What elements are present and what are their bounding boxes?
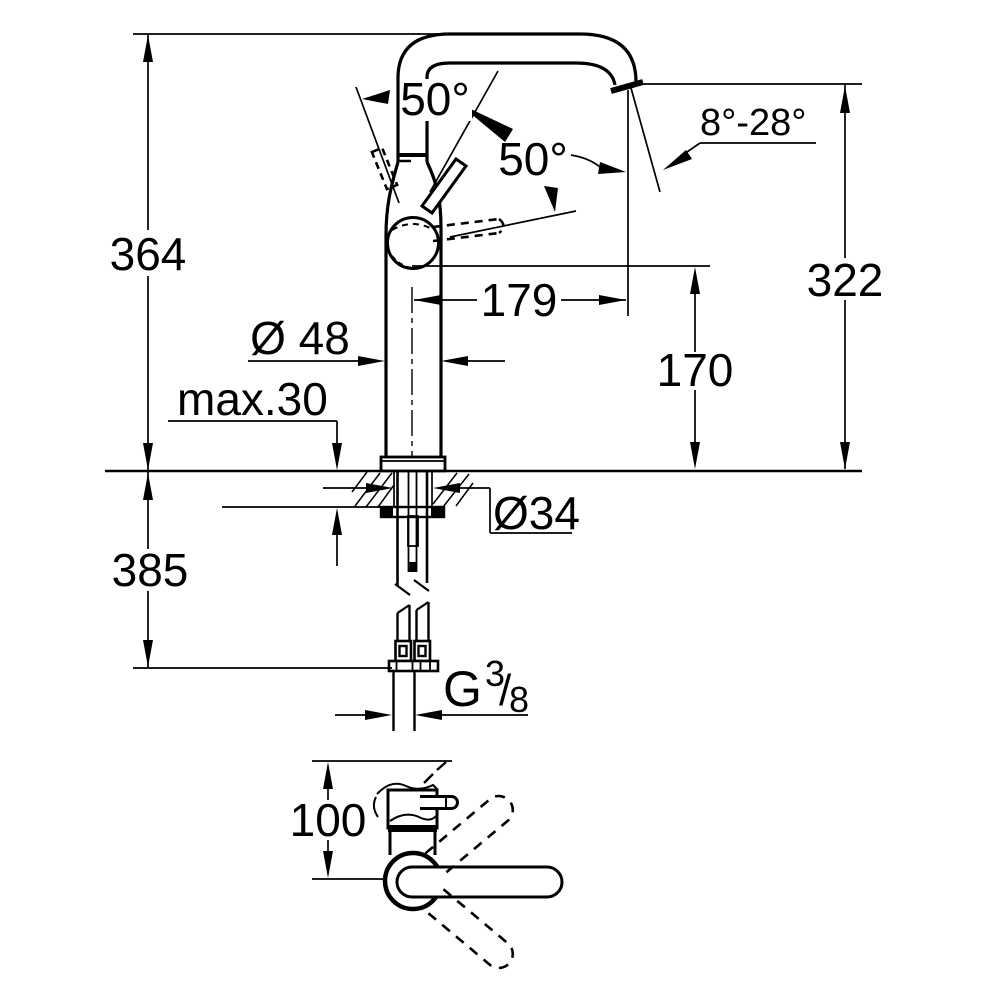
spout-outlet-face [610, 79, 644, 94]
mounting-shank-and-hoses [379, 471, 446, 731]
top-view-lever-positions [395, 794, 564, 970]
dimension-max-deck-30: max.30 [168, 373, 342, 566]
lever-open-position [419, 156, 469, 216]
body-diameter-label: Ø 48 [250, 312, 350, 364]
dimension-hole-diameter-34: Ø34 [323, 483, 580, 539]
angle-lever-swing-50-left: 50° [355, 70, 513, 204]
below-deck-length-label: 385 [112, 544, 189, 596]
total-height-label: 364 [110, 228, 187, 280]
dimension-below-deck-385: 385 [112, 472, 392, 669]
aerator-nozzle [420, 795, 459, 810]
dimension-reach-179: 179 [414, 90, 629, 326]
angle-lever-swing-50-right: 50° [449, 133, 626, 238]
lever-dashed-horizontal [432, 217, 505, 243]
spout-outline [396, 32, 644, 162]
handle-lever-positions [370, 146, 505, 243]
lever-swing-right-label: 50° [498, 133, 568, 185]
dimension-thread-g38: G 3 / 8 [335, 653, 529, 720]
pivot-height-label: 170 [657, 344, 734, 396]
spout-tilt-range-label: 8°-28° [700, 102, 806, 144]
thread-size-slash: / [499, 666, 512, 715]
max-deck-thickness-label: max.30 [177, 373, 328, 425]
angle-spout-tilt-8-28: 8°-28° [630, 87, 816, 193]
hole-diameter-label: Ø34 [493, 487, 580, 539]
faucet-front-view [370, 32, 644, 731]
dimension-spout-height-322: 322 [638, 83, 884, 469]
top-view-lever-dashed-down [424, 888, 515, 970]
dimension-total-height-364: 364 [110, 33, 449, 470]
lever-dashed-left [370, 146, 399, 191]
dimension-body-diameter-48: Ø 48 [248, 312, 505, 366]
thread-size-numerator: 3 [485, 653, 505, 694]
dimensions: 364 385 322 170 [110, 33, 884, 720]
thread-size-denominator: 8 [509, 679, 529, 720]
spout-outlet-height-label: 322 [807, 254, 884, 306]
base-depth-label: 100 [290, 794, 367, 846]
spout-reach-label: 179 [481, 274, 558, 326]
faucet-top-view: 100 [290, 760, 564, 970]
lever-swing-left-label: 50° [400, 73, 470, 125]
top-view-lever [395, 865, 564, 899]
thread-size-g: G [443, 661, 482, 717]
dimension-base-depth-100: 100 [290, 760, 452, 880]
pivot-ball [386, 216, 440, 270]
base-flange [379, 455, 447, 473]
angle-annotations: 50° 50° 8°-28° [355, 70, 816, 238]
counter-section [105, 469, 862, 508]
dimension-pivot-height-170: 170 [412, 265, 734, 469]
